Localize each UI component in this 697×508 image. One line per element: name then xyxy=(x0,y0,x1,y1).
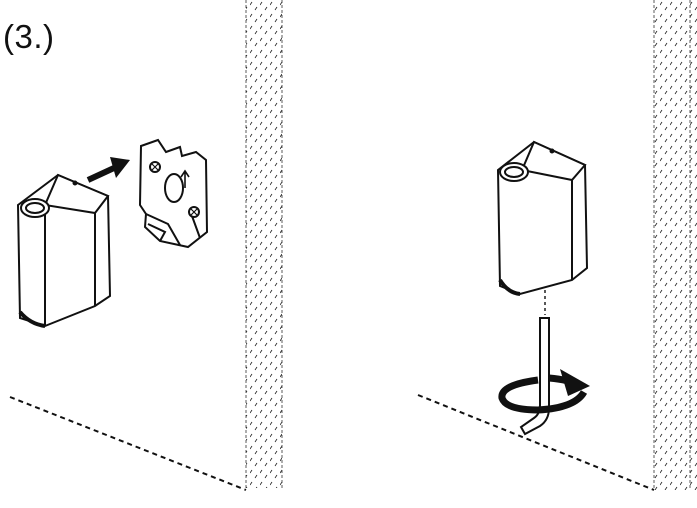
arrow-right-icon xyxy=(86,157,130,183)
hinge-body-left xyxy=(16,173,112,328)
hinge-body-right xyxy=(496,140,589,296)
step-label: (3.) xyxy=(3,18,55,55)
rotation-arrow-icon xyxy=(498,369,590,414)
left-panel xyxy=(9,0,283,491)
wall-left xyxy=(245,0,283,488)
wall-right xyxy=(653,0,697,490)
floor-line-left xyxy=(9,396,247,491)
right-panel xyxy=(417,0,697,491)
arrow-up-icon xyxy=(180,169,190,188)
hex-key-icon xyxy=(519,317,550,436)
floor-line-right xyxy=(417,394,655,491)
mounting-plate xyxy=(138,138,209,249)
